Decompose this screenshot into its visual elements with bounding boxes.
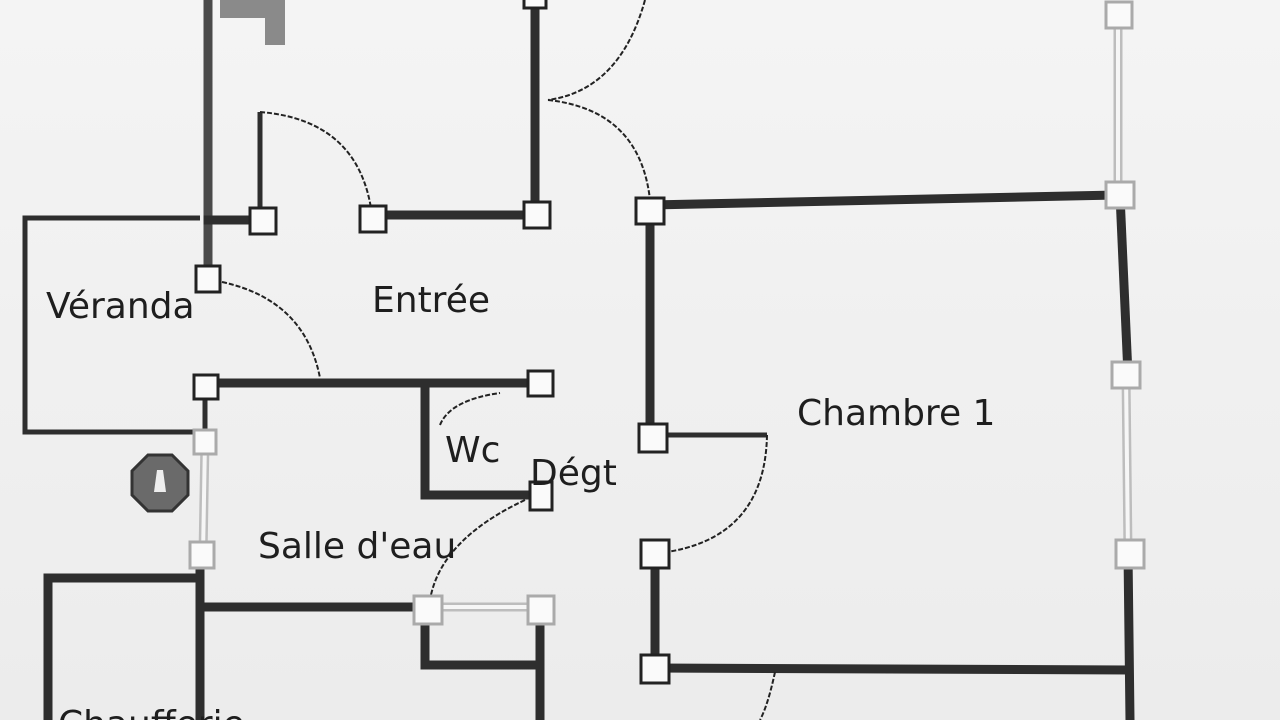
handle-light[interactable] xyxy=(1104,180,1136,210)
handle[interactable] xyxy=(358,204,388,234)
handle-light[interactable] xyxy=(188,540,216,570)
info-icon[interactable] xyxy=(130,453,190,513)
door-swings xyxy=(221,0,776,720)
handle-light[interactable] xyxy=(412,594,444,626)
room-label-chaufferie: Chaufferie xyxy=(58,704,245,720)
handle-light[interactable] xyxy=(526,594,556,626)
handle-light[interactable] xyxy=(1110,360,1142,390)
handle[interactable] xyxy=(528,480,554,512)
room-label-wc: Wc xyxy=(445,430,500,471)
handle[interactable] xyxy=(248,206,278,236)
handle[interactable] xyxy=(637,422,669,454)
room-label-degt: Dégt xyxy=(530,453,617,494)
room-label-chambre-1: Chambre 1 xyxy=(797,393,995,434)
room-label-entree: Entrée xyxy=(372,280,490,321)
handle-light[interactable] xyxy=(192,428,218,456)
room-label-salle-eau: Salle d'eau xyxy=(258,526,456,567)
handle[interactable] xyxy=(522,0,548,10)
handle[interactable] xyxy=(192,373,220,401)
handle[interactable] xyxy=(639,538,671,570)
wall-handles xyxy=(188,0,1146,685)
handle[interactable] xyxy=(639,653,671,685)
room-label-veranda: Véranda xyxy=(46,286,195,327)
handle[interactable] xyxy=(194,264,222,294)
walls xyxy=(22,0,1135,720)
handle[interactable] xyxy=(522,200,552,230)
handle-light[interactable] xyxy=(1114,538,1146,570)
handle[interactable] xyxy=(634,196,666,226)
handle-light[interactable] xyxy=(1104,0,1134,30)
chair-symbol xyxy=(205,0,285,45)
handle[interactable] xyxy=(526,369,555,398)
windows xyxy=(198,15,1133,612)
